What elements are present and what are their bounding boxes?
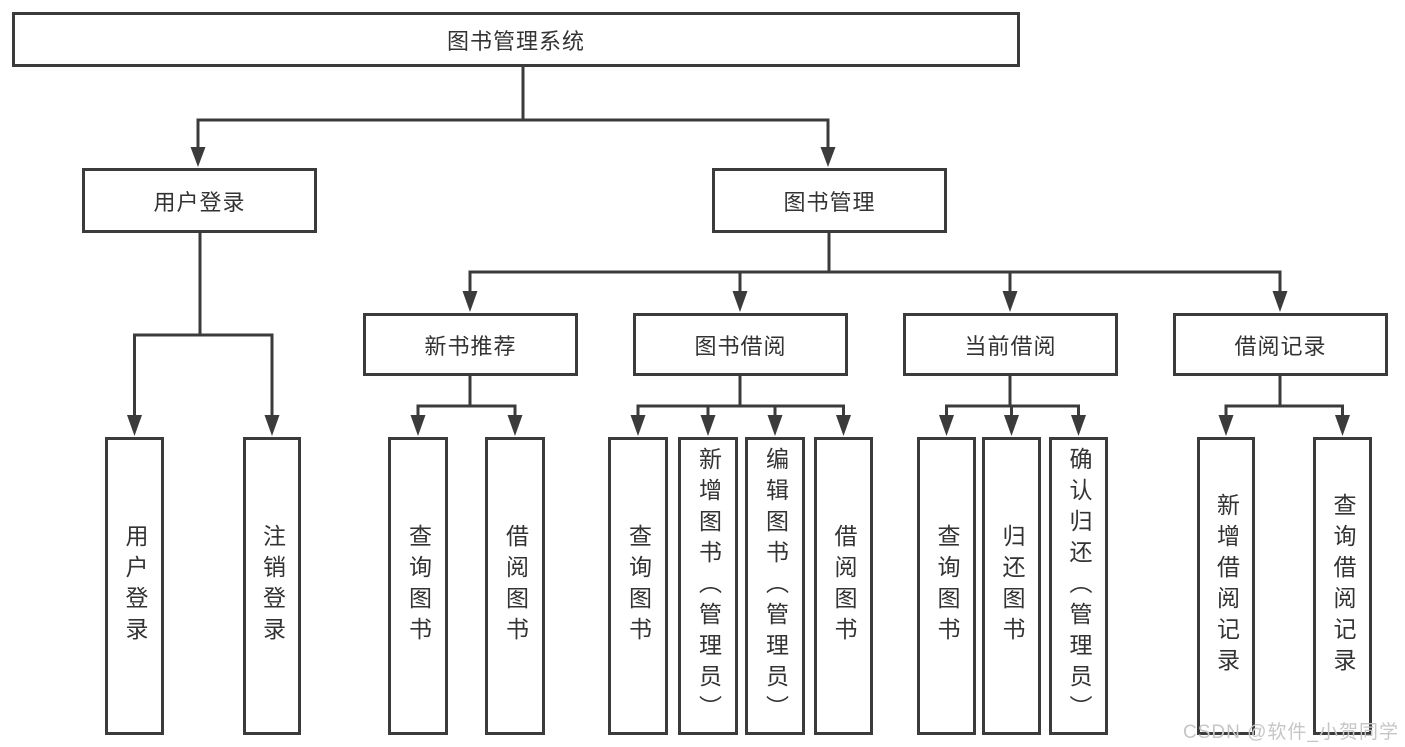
- leaf-edit-book-admin-label: 编辑图书（管理员）: [762, 446, 789, 726]
- leaf-add-borrow-record: 新增借阅记录: [1197, 437, 1255, 735]
- leaf-borrow-books-label: 借阅图书: [831, 524, 857, 648]
- arrowhead: [732, 291, 748, 312]
- node-user-login: 用户登录: [82, 168, 317, 233]
- node-user-login-label: 用户登录: [153, 189, 246, 215]
- node-book-management-label: 图书管理: [783, 189, 876, 215]
- arrowhead: [410, 415, 426, 436]
- arrowhead: [836, 415, 851, 436]
- arrowhead: [630, 415, 646, 436]
- arrowhead: [507, 415, 523, 436]
- arrowhead: [1335, 415, 1350, 436]
- leaf-borrow-query-books: 查询图书: [608, 437, 668, 735]
- leaf-logout-label: 注销登录: [259, 524, 286, 648]
- arrowhead: [939, 415, 954, 436]
- node-borrow-records: 借阅记录: [1173, 313, 1388, 376]
- leaf-borrow-query-books-label: 查询图书: [625, 524, 652, 648]
- arrowhead: [767, 415, 783, 436]
- arrowhead: [1218, 415, 1234, 436]
- leaf-current-query-books-label: 查询图书: [934, 524, 960, 648]
- leaf-logout: 注销登录: [243, 437, 301, 735]
- node-current-borrow-label: 当前借阅: [964, 333, 1057, 359]
- leaf-query-borrow-record: 查询借阅记录: [1313, 437, 1372, 735]
- arrowhead: [462, 291, 478, 312]
- leaf-return-books: 归还图书: [982, 437, 1041, 735]
- node-borrow-records-label: 借阅记录: [1234, 333, 1327, 359]
- arrowhead: [264, 415, 280, 436]
- arrowhead: [190, 147, 206, 167]
- node-root: 图书管理系统: [12, 12, 1020, 67]
- leaf-confirm-return-admin-label: 确认归还（管理员）: [1066, 446, 1092, 726]
- leaf-current-query-books: 查询图书: [917, 437, 976, 735]
- leaf-confirm-return-admin: 确认归还（管理员）: [1049, 437, 1108, 735]
- arrowhead: [127, 415, 142, 436]
- leaf-add-book-admin: 新增图书（管理员）: [678, 437, 738, 735]
- arrowhead: [820, 147, 836, 167]
- arrowhead: [1272, 291, 1288, 312]
- leaf-user-login: 用户登录: [105, 437, 164, 735]
- arrowhead: [1002, 291, 1018, 312]
- arrowhead: [1004, 415, 1019, 436]
- node-current-borrow: 当前借阅: [903, 313, 1118, 376]
- csdn-watermark: CSDN @软件_小贺同学: [1183, 722, 1399, 743]
- leaf-recommend-borrow-books: 借阅图书: [485, 437, 545, 735]
- leaf-return-books-label: 归还图书: [999, 524, 1025, 648]
- node-new-book-recommend-label: 新书推荐: [424, 333, 517, 359]
- arrowhead: [700, 415, 716, 436]
- leaf-query-borrow-record-label: 查询借阅记录: [1330, 493, 1356, 679]
- leaf-borrow-books: 借阅图书: [814, 437, 873, 735]
- node-book-management: 图书管理: [712, 168, 947, 233]
- node-new-book-recommend: 新书推荐: [363, 313, 578, 376]
- leaf-edit-book-admin: 编辑图书（管理员）: [745, 437, 805, 735]
- leaf-add-borrow-record-label: 新增借阅记录: [1213, 493, 1240, 679]
- node-root-label: 图书管理系统: [446, 28, 585, 54]
- node-book-borrow-label: 图书借阅: [694, 333, 787, 359]
- leaf-recommend-borrow-books-label: 借阅图书: [502, 524, 529, 648]
- leaf-recommend-query-books-label: 查询图书: [405, 524, 432, 648]
- leaf-add-book-admin-label: 新增图书（管理员）: [695, 446, 722, 726]
- node-book-borrow: 图书借阅: [633, 313, 848, 376]
- leaf-recommend-query-books: 查询图书: [388, 437, 448, 735]
- leaf-user-login-label: 用户登录: [122, 524, 148, 648]
- arrowhead: [1071, 415, 1086, 436]
